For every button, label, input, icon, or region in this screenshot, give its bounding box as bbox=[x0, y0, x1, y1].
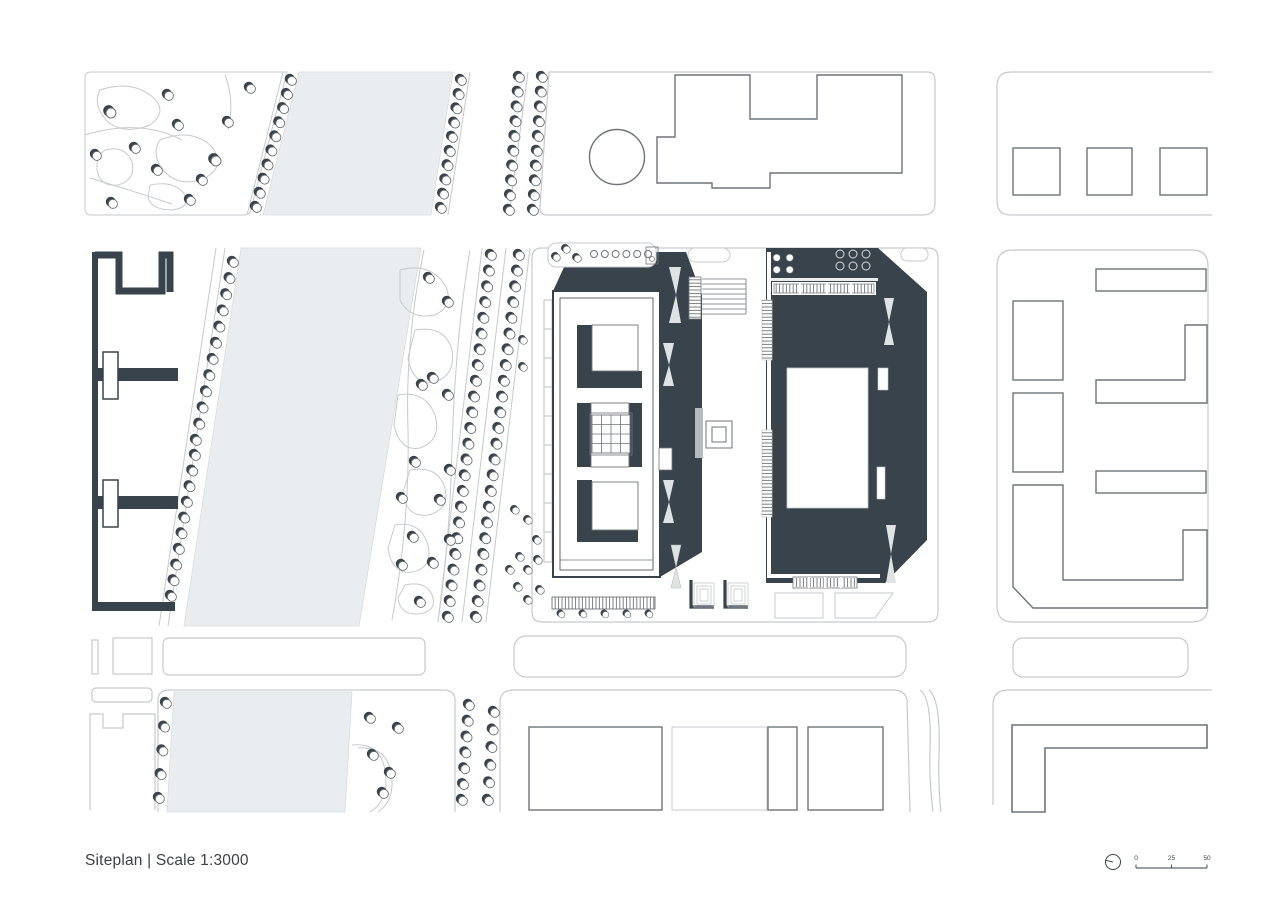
right-tower bbox=[761, 247, 929, 589]
river-layer bbox=[166, 71, 454, 813]
north-building bbox=[656, 74, 903, 189]
scalebar: 0 25 50 bbox=[1105, 854, 1211, 870]
drawing-caption: Siteplan | Scale 1:3000 bbox=[85, 852, 249, 869]
scale-ruler bbox=[1135, 864, 1208, 869]
quay-buildings bbox=[92, 251, 178, 611]
scale-label-50: 50 bbox=[1203, 855, 1211, 862]
roads-layer bbox=[89, 71, 1212, 813]
left-tower bbox=[547, 242, 747, 589]
vent-circles-layer bbox=[590, 249, 871, 271]
footprints-layer bbox=[528, 74, 1208, 813]
scale-label-0: 0 bbox=[1134, 855, 1138, 862]
north-indicator-icon bbox=[1105, 854, 1121, 870]
right-tower-court bbox=[786, 367, 869, 509]
plaza-layer bbox=[551, 420, 749, 610]
plaza-pavilion bbox=[705, 420, 733, 449]
round-building bbox=[588, 128, 646, 186]
scale-label-25: 25 bbox=[1168, 855, 1176, 862]
pergola bbox=[551, 596, 656, 610]
spiral-planter bbox=[689, 580, 715, 609]
spiral-planter bbox=[723, 580, 749, 609]
